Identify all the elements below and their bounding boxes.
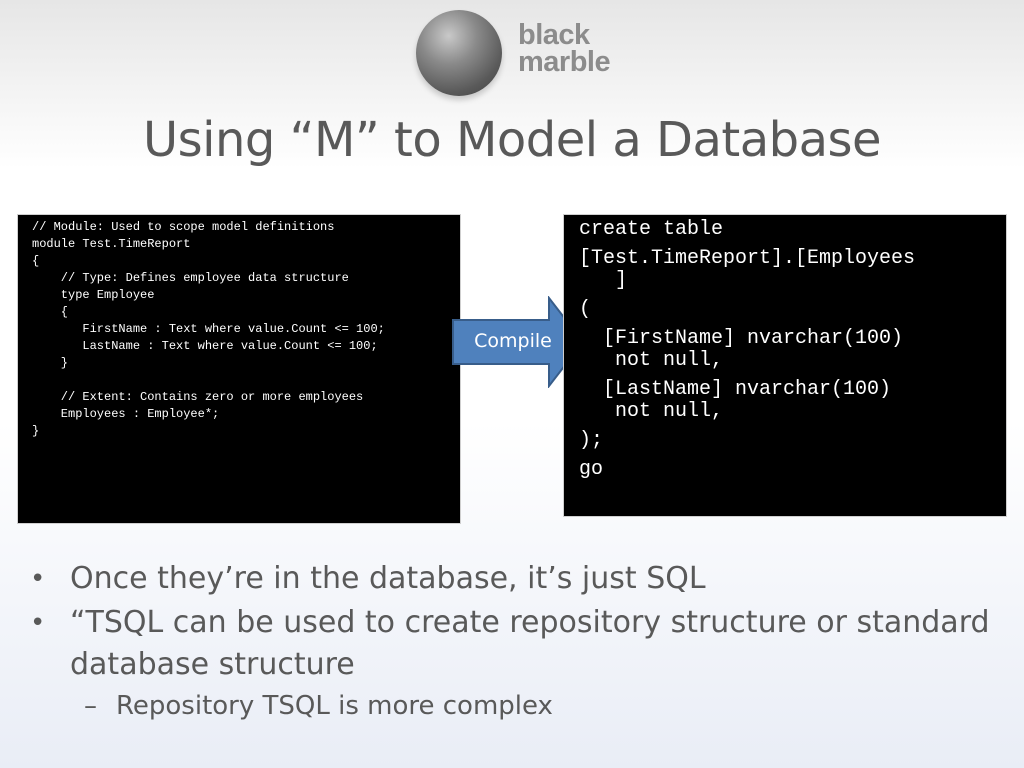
code-line: // Type: Defines employee data structure <box>32 271 349 285</box>
code-line: ( <box>579 298 592 321</box>
logo-text: black marble <box>518 19 611 78</box>
logo-text-line1: black <box>518 19 590 51</box>
bullet-item: • Once they’re in the database, it’s jus… <box>30 558 990 600</box>
code-line: // Extent: Contains zero or more employe… <box>32 390 364 404</box>
bullet-dot: • <box>30 608 46 638</box>
bullet-dot: • <box>30 564 46 594</box>
code-line <box>32 372 460 389</box>
code-line: LastName : Text where value.Count <= 100… <box>32 339 378 353</box>
code-line: [Test.TimeReport].[Employees <box>579 247 916 270</box>
bullet-text: “TSQL can be used to create repository s… <box>70 605 990 682</box>
code-line: not null, <box>579 349 724 372</box>
compile-label: Compile <box>474 330 552 352</box>
code-line: // Module: Used to scope model definitio… <box>32 220 335 234</box>
code-line: } <box>32 356 69 370</box>
sub-bullet-dash: – <box>84 691 97 721</box>
sql-code-block: create table [Test.TimeReport].[Employee… <box>563 214 1007 517</box>
slide-title: Using “M” to Model a Database <box>142 112 882 168</box>
sub-bullet-item: – Repository TSQL is more complex <box>30 688 990 724</box>
logo-text-line2: marble <box>518 46 611 78</box>
code-line: not null, <box>579 400 724 423</box>
sub-bullet-text: Repository TSQL is more complex <box>116 691 553 721</box>
code-line: [LastName] nvarchar(100) <box>579 378 892 401</box>
code-line: ] <box>579 269 628 292</box>
code-line: { <box>32 254 40 268</box>
code-line: Employees : Employee*; <box>32 407 220 421</box>
m-code-block: // Module: Used to scope model definitio… <box>17 214 461 524</box>
code-line: [FirstName] nvarchar(100) <box>579 327 904 350</box>
code-line: { <box>32 305 69 319</box>
code-line: create table <box>579 218 724 241</box>
code-line: ); <box>579 429 604 452</box>
code-line: FirstName : Text where value.Count <= 10… <box>32 322 385 336</box>
bullet-list: • Once they’re in the database, it’s jus… <box>30 558 990 724</box>
code-line: } <box>32 424 40 438</box>
bullet-text: Once they’re in the database, it’s just … <box>70 561 706 596</box>
code-line: go <box>579 458 604 481</box>
bullet-item: • “TSQL can be used to create repository… <box>30 602 990 686</box>
code-line: type Employee <box>32 288 155 302</box>
code-line: module Test.TimeReport <box>32 237 191 251</box>
marble-ball-icon <box>416 10 502 96</box>
black-marble-logo: black marble <box>414 10 634 100</box>
